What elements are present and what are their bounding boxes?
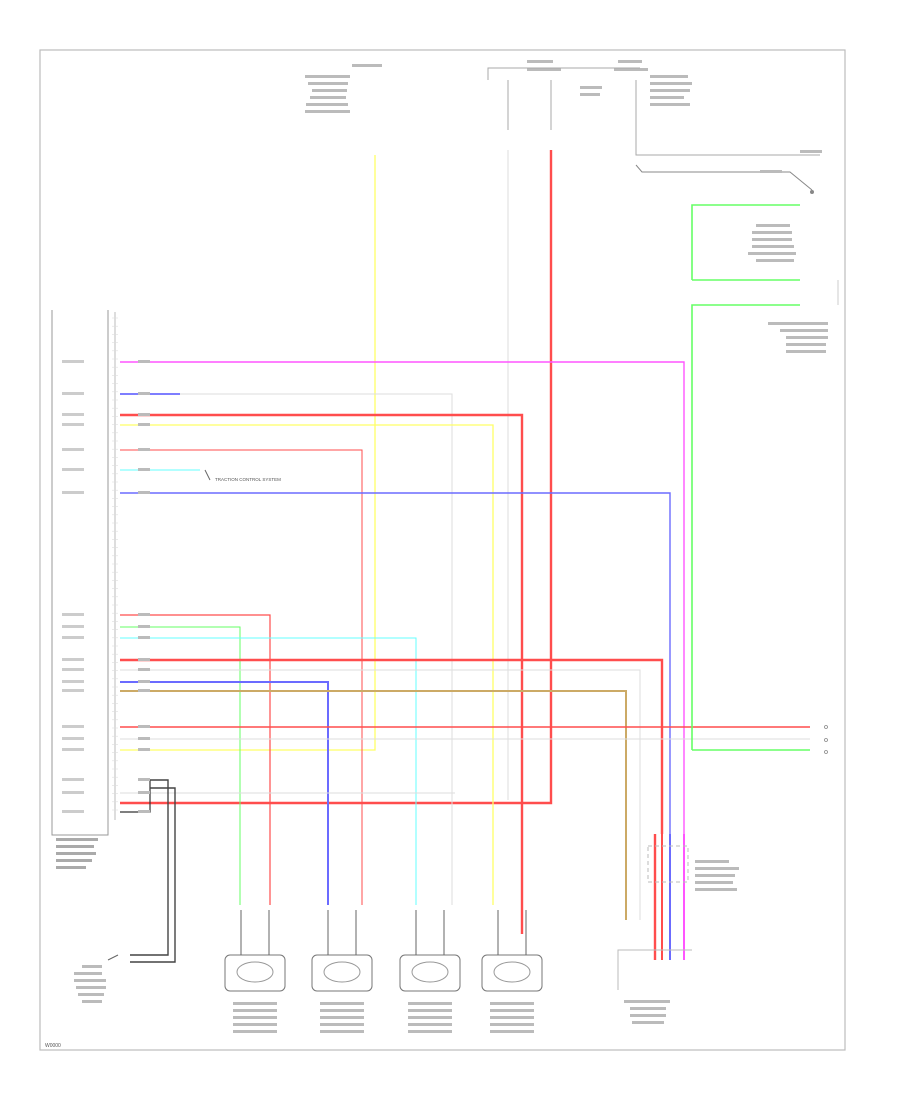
pin-function-label: [62, 423, 84, 426]
abs-control-module: [51, 310, 118, 869]
pin-function-label: [62, 668, 84, 671]
wire-tan-1: [120, 690, 627, 920]
brake-switch: [635, 150, 822, 194]
top-fuse-labels: [527, 60, 692, 106]
wire-green-right-1: [691, 304, 800, 750]
wire-harness: [120, 150, 810, 960]
wire-code-label: [138, 668, 150, 671]
pin-function-label: [62, 413, 84, 416]
wire-blue-2: [120, 492, 671, 834]
pin-function-label: [62, 791, 84, 794]
abs-module-pins: [112, 317, 118, 811]
pin-function-label: [62, 680, 84, 683]
pin-function-label: [62, 360, 84, 363]
pin-function-label: [62, 725, 84, 728]
wire-code-label: [138, 791, 150, 794]
pin-labels: [62, 360, 150, 813]
wheel-speed-sensors: [224, 910, 543, 1033]
pin-function-label: [62, 810, 84, 813]
right-terminals: [824, 725, 828, 754]
wire-code-label: [138, 689, 150, 692]
wire-code-label: [138, 658, 150, 661]
wire-code-label: [138, 778, 150, 781]
wire-code-label: [138, 392, 150, 395]
wire-red-5: [120, 614, 271, 905]
sensor-front-right: [224, 910, 286, 1033]
pin-function-label: [62, 778, 84, 781]
yaw-rate-sensor: [647, 845, 739, 891]
wire-code-label: [138, 448, 150, 451]
wire-red-4: [120, 449, 363, 905]
top-label-yellow: [305, 64, 382, 113]
note-label: TRACTION CONTROL SYSTEM: [215, 477, 281, 482]
sensor-rear-left: [481, 910, 543, 1033]
pin-function-label: [62, 689, 84, 692]
pin-function-label: [62, 468, 84, 471]
pin-function-label: [62, 658, 84, 661]
wire-red-top: [120, 150, 553, 805]
wire-code-label: [138, 491, 150, 494]
wire-code-label: [138, 468, 150, 471]
wire-pink-long: [120, 361, 685, 834]
wire-code-label: [138, 680, 150, 683]
wire-yellow-top: [120, 155, 376, 751]
combination-meter-label: [768, 322, 828, 353]
wire-code-label: [138, 360, 150, 363]
ground-connection: [74, 779, 176, 1003]
wire-red-6: [120, 658, 664, 834]
pin-function-label: [62, 737, 84, 740]
wire-black-ground: [120, 780, 151, 813]
wire-cyan-2: [120, 637, 417, 905]
wire-green-1: [120, 626, 241, 905]
sensor-rear-right: [399, 910, 461, 1033]
figure-code: W0000: [45, 1043, 61, 1049]
sensor-front-left: [311, 910, 373, 1033]
wire-code-label: [138, 423, 150, 426]
stop-lamp-switch-label: [748, 224, 796, 262]
pin-function-label: [62, 636, 84, 639]
wire-code-label: [138, 725, 150, 728]
wire-code-label: [138, 810, 150, 813]
ground-label: [74, 965, 106, 1003]
wire-red-3: [120, 413, 524, 934]
wire-green-right-2: [691, 204, 800, 280]
wire-white-3: [120, 669, 641, 920]
pin-function-label: [62, 448, 84, 451]
wire-code-label: [138, 613, 150, 616]
wire-code-label: [138, 748, 150, 751]
steering-angle-sensor: [617, 949, 692, 1024]
traction-note: TRACTION CONTROL SYSTEM: [204, 469, 281, 482]
pin-function-label: [62, 613, 84, 616]
diagram-frame: [39, 49, 846, 1051]
wire-code-label: [138, 413, 150, 416]
wire-white-2: [120, 393, 453, 905]
wire-blue-3: [120, 681, 329, 905]
wire-code-label: [138, 625, 150, 628]
pin-function-label: [62, 392, 84, 395]
pin-function-label: [62, 625, 84, 628]
wire-code-label: [138, 636, 150, 639]
abs-module-caption: [56, 838, 98, 869]
pin-function-label: [62, 491, 84, 494]
top-junction-box: [487, 67, 820, 156]
wire-yellow-3: [120, 424, 494, 905]
wire-code-label: [138, 737, 150, 740]
pin-function-label: [62, 748, 84, 751]
